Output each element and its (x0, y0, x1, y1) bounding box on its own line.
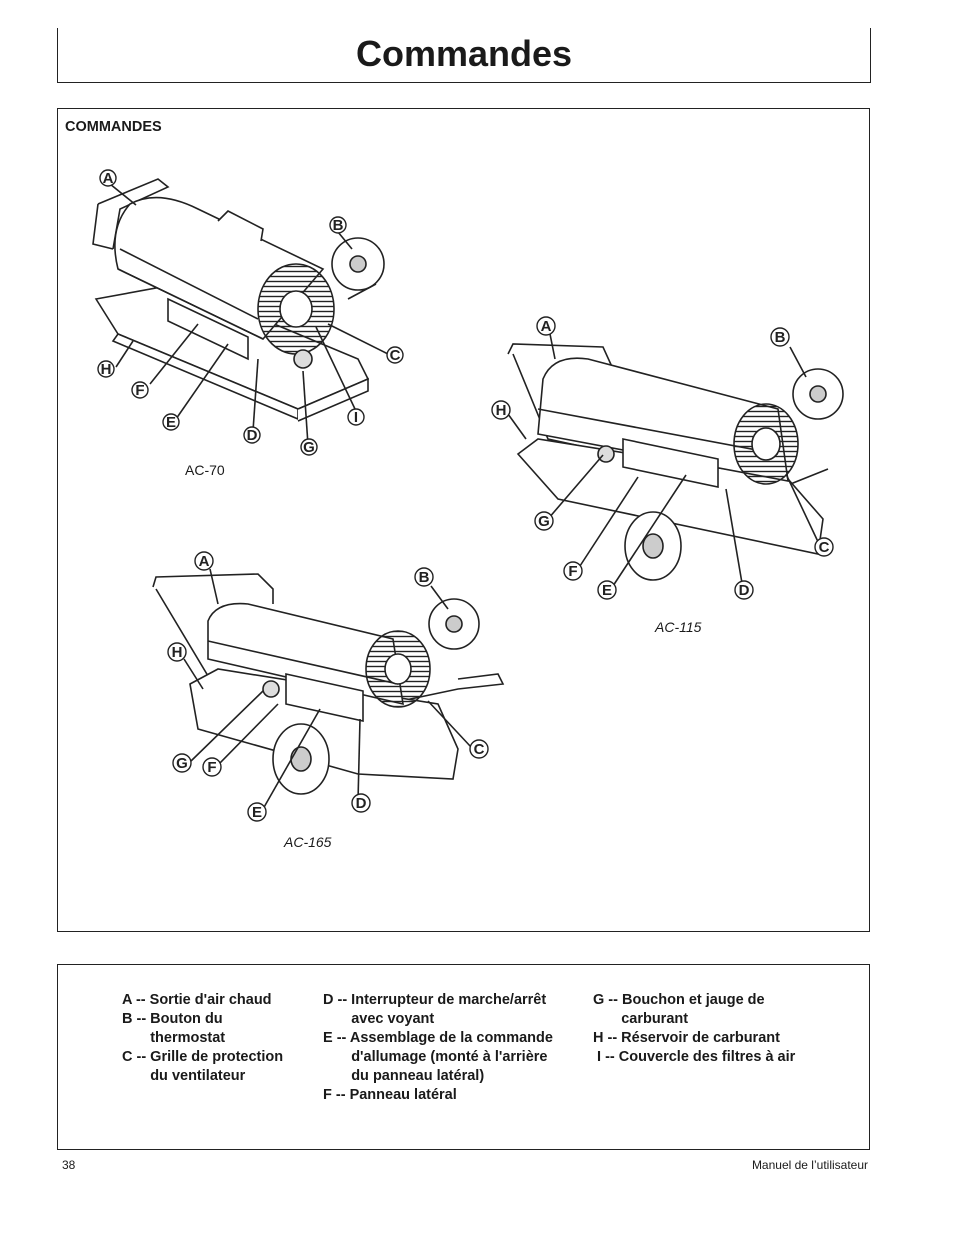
svg-text:B: B (333, 217, 344, 234)
svg-text:G: G (538, 513, 550, 530)
svg-text:E: E (166, 414, 176, 431)
caption-ac70: AC-70 (185, 462, 225, 478)
svg-text:G: G (303, 439, 315, 456)
figure-box: COMMANDES (57, 108, 870, 932)
callout-b-ac115: B (770, 327, 790, 347)
heater-ac70 (92, 178, 389, 446)
legend-line: D -- Interrupteur de marche/arrêt (323, 992, 547, 1008)
callout-b-ac165: B (414, 567, 434, 587)
svg-text:H: H (496, 402, 507, 419)
callouts-ac115: A B H G C F E D (491, 316, 834, 600)
legend-box: A -- Sortie d'air chaud B -- Bouton du t… (57, 964, 870, 1150)
callouts-ac70: A B C H F E D G I (97, 169, 404, 456)
svg-text:I: I (354, 409, 358, 426)
svg-text:H: H (101, 361, 112, 378)
callout-d-ac115: D (734, 580, 754, 600)
svg-text:E: E (252, 804, 262, 821)
callout-g-ac165: G (172, 753, 192, 773)
svg-text:A: A (199, 553, 210, 570)
legend-line: C -- Grille de protection (122, 1049, 284, 1065)
caption-ac115: AC-115 (655, 619, 702, 635)
svg-text:D: D (247, 427, 258, 444)
legend-line: A -- Sortie d'air chaud (122, 992, 272, 1008)
callout-g-ac70: G (300, 438, 318, 456)
callout-g-ac115: G (534, 511, 554, 531)
callout-h-ac115: H (491, 400, 511, 420)
callout-a-ac70: A (99, 169, 117, 187)
svg-text:C: C (819, 539, 830, 556)
legend-line: d'allumage (monté à l'arrière (323, 1049, 548, 1065)
legend-line: du ventilateur (122, 1068, 246, 1084)
callout-d-ac70: D (243, 426, 261, 444)
svg-text:A: A (541, 318, 552, 335)
svg-text:C: C (390, 347, 401, 364)
legend-line: H -- Réservoir de carburant (593, 1030, 780, 1046)
svg-text:D: D (739, 582, 750, 599)
heater-ac115 (507, 333, 844, 590)
heater-ac165 (152, 568, 505, 810)
callout-d-ac165: D (351, 793, 371, 813)
callout-e-ac70: E (162, 413, 180, 431)
legend-line: E -- Assemblage de la commande (323, 1030, 553, 1046)
svg-text:D: D (356, 795, 367, 812)
callout-a-ac115: A (536, 316, 556, 336)
callout-f-ac70: F (131, 381, 149, 399)
legend-line: avec voyant (323, 1011, 435, 1027)
svg-text:F: F (207, 759, 216, 776)
callout-e-ac115: E (597, 580, 617, 600)
callout-i-ac70: I (347, 408, 365, 426)
callout-c-ac115: C (814, 537, 834, 557)
callout-b-ac70: B (329, 216, 347, 234)
title-box: Commandes (57, 28, 871, 83)
legend-line: carburant (593, 1011, 689, 1027)
legend-line: F -- Panneau latéral (323, 1087, 457, 1103)
legend-line: B -- Bouton du (122, 1011, 223, 1027)
svg-text:G: G (176, 755, 188, 772)
callout-a-ac165: A (194, 551, 214, 571)
callout-e-ac165: E (247, 802, 267, 822)
svg-text:C: C (474, 741, 485, 758)
svg-text:H: H (172, 644, 183, 661)
svg-text:F: F (568, 563, 577, 580)
callout-h-ac165: H (167, 642, 187, 662)
legend-line: thermostat (122, 1030, 226, 1046)
callouts-ac165: A B H C G F D E (167, 551, 489, 822)
page-title: Commandes (355, 33, 573, 74)
figure-heading: COMMANDES (65, 119, 162, 135)
legend-line: I -- Couvercle des filtres à air (593, 1049, 796, 1065)
legend-line: G -- Bouchon et jauge de (593, 992, 765, 1008)
page-number: 38 (62, 1158, 76, 1172)
svg-text:E: E (602, 582, 612, 599)
svg-text:B: B (419, 569, 430, 586)
caption-ac165: AC-165 (284, 834, 332, 850)
callout-c-ac165: C (469, 739, 489, 759)
callout-c-ac70: C (386, 346, 404, 364)
callout-f-ac115: F (563, 561, 583, 581)
heater-illustrations: A B C H F E D G I (92, 169, 844, 822)
callout-h-ac70: H (97, 360, 115, 378)
legend-column-2: D -- Interrupteur de marche/arrêt avec v… (323, 991, 553, 1105)
legend-column-1: A -- Sortie d'air chaud B -- Bouton du t… (122, 991, 283, 1086)
svg-text:B: B (775, 329, 786, 346)
document-name: Manuel de l’utilisateur (751, 1158, 868, 1172)
legend-line: du panneau latéral) (323, 1068, 485, 1084)
svg-text:A: A (103, 170, 114, 187)
legend-column-3: G -- Bouchon et jauge de carburant H -- … (593, 991, 795, 1067)
callout-f-ac165: F (202, 757, 222, 777)
svg-text:F: F (135, 382, 144, 399)
